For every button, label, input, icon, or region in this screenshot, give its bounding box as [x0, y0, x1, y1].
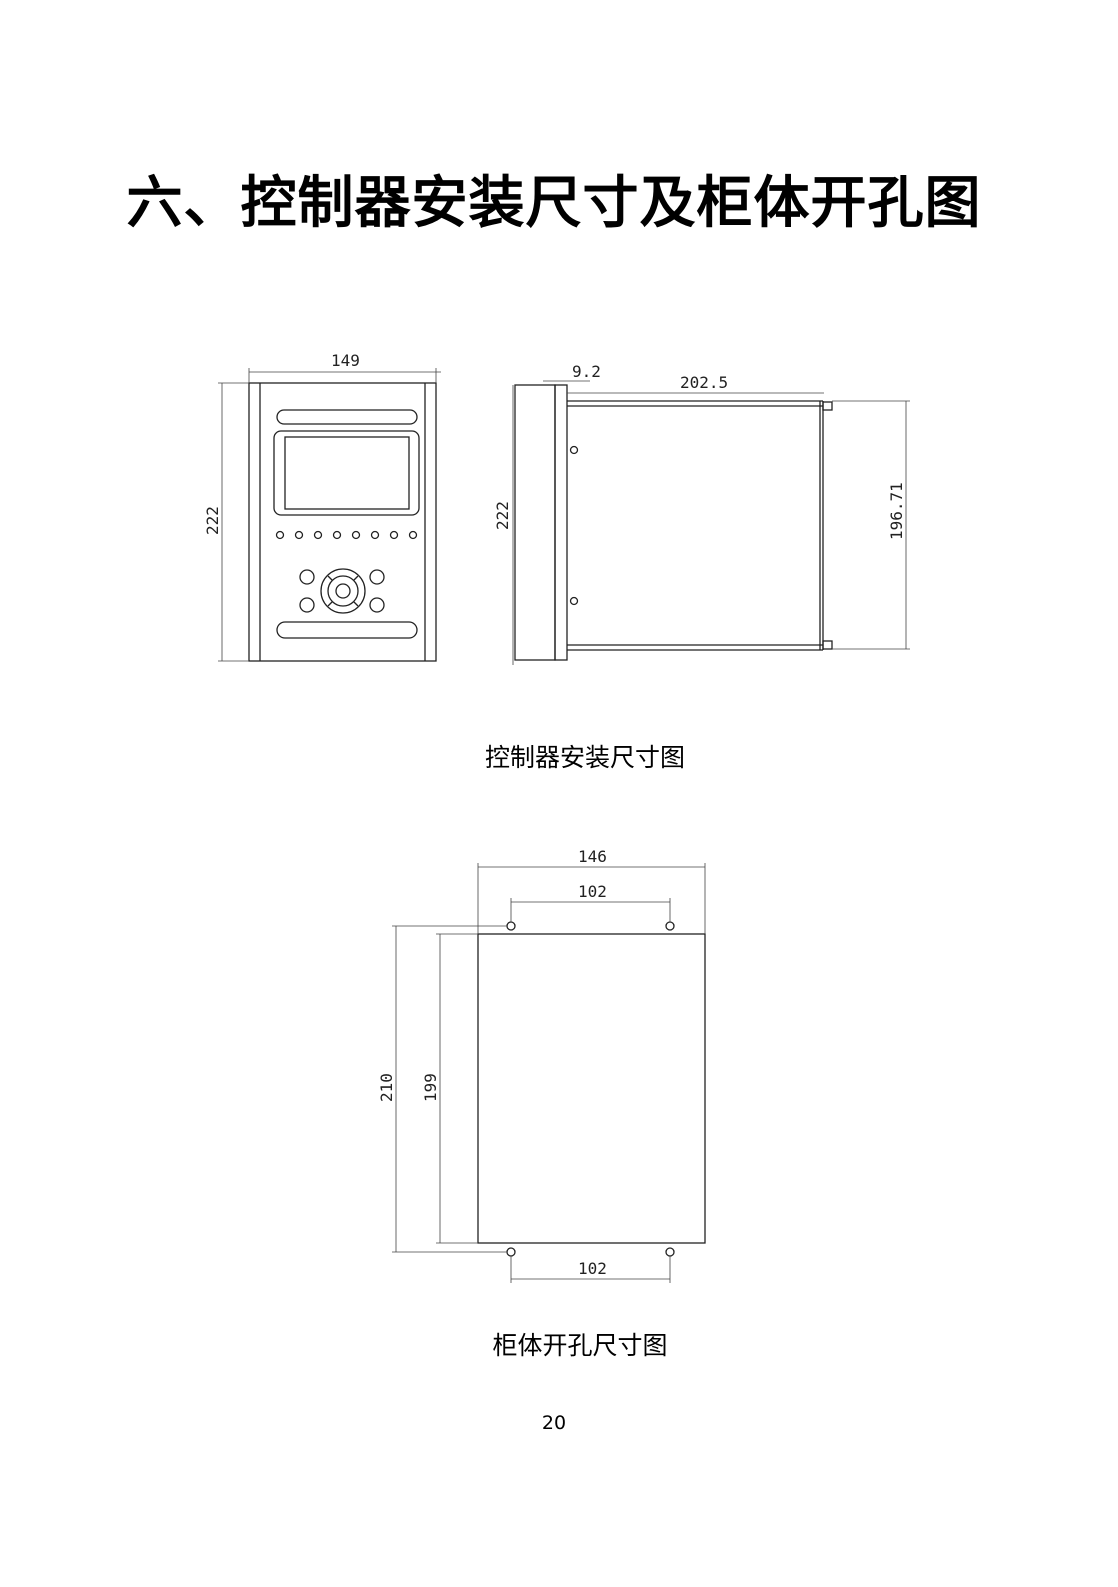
- dim-hole-top: 102: [578, 882, 607, 901]
- figure2-caption: 柜体开孔尺寸图: [492, 1331, 668, 1360]
- dim-hole-height: 210: [377, 1073, 396, 1102]
- dim-side-height: 222: [493, 501, 512, 530]
- page-number: 20: [541, 1412, 567, 1434]
- dim-cutout-width: 146: [578, 847, 607, 866]
- dim-depth: 202.5: [680, 373, 728, 392]
- page-title: 六、控制器安装尺寸及柜体开孔图: [126, 170, 982, 236]
- dim-hole-bottom: 102: [578, 1259, 607, 1278]
- cutout-view: 146 102 102 210 199: [377, 847, 706, 1283]
- led-row: [275, 530, 418, 540]
- dim-body-height: 196.71: [887, 482, 906, 540]
- side-view: 9.2 202.5 222 196.71: [493, 362, 910, 665]
- front-view: 149 222: [203, 351, 441, 662]
- dim-width: 149: [331, 351, 360, 370]
- figure1-caption: 控制器安装尺寸图: [484, 743, 685, 772]
- dim-height: 222: [203, 506, 222, 535]
- dim-cutout-height: 199: [421, 1073, 440, 1102]
- dim-panel: 9.2: [572, 362, 601, 381]
